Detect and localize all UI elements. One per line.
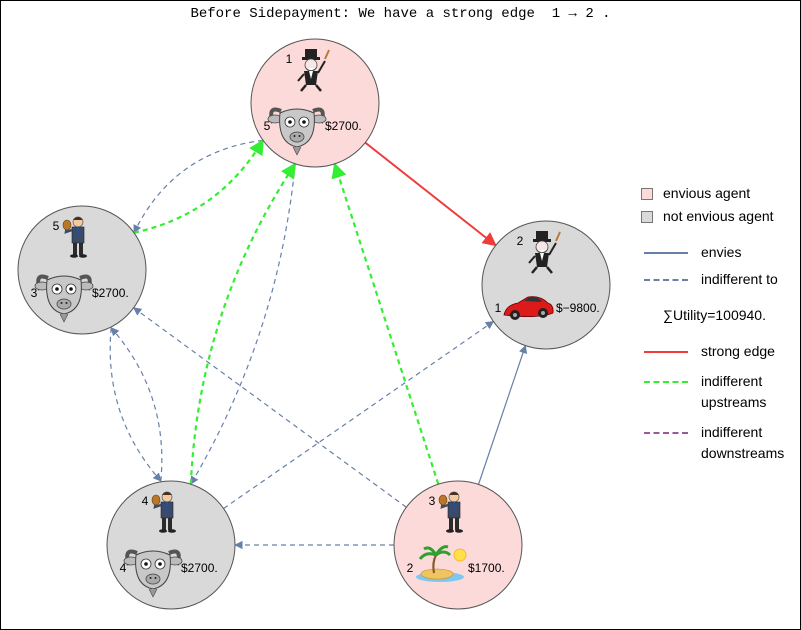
agent-node-n5: 5 3 $2700. <box>17 205 147 335</box>
agent-number: 1 <box>286 52 293 66</box>
edge-n4-n5-indifferent <box>110 327 163 482</box>
agent-number: 2 <box>517 234 524 248</box>
agent-number: 4 <box>142 494 149 508</box>
edge-n4-n2-indifferent <box>223 320 495 510</box>
item-number: 5 <box>264 119 271 133</box>
agent-node-n2: 2 1 $−9800. <box>481 220 611 350</box>
edge-n3-n2-envies <box>477 344 528 485</box>
money-label: $1700. <box>468 561 505 575</box>
edge-n1-n2-strong <box>364 141 497 247</box>
agent-node-n3: 3 2 $1700. <box>393 480 523 610</box>
edge-n3-n1-upstream <box>331 162 440 485</box>
edge-n4-n1-upstream <box>189 162 297 485</box>
edge-n1-n4-indifferent <box>190 163 296 485</box>
item-number: 3 <box>31 286 38 300</box>
agent-number: 3 <box>429 494 436 508</box>
edge-n5-n4-indifferent <box>109 327 162 482</box>
money-label: $−9800. <box>556 301 600 315</box>
figure-title: Before Sidepayment: We have a strong edg… <box>190 6 611 22</box>
item-number: 4 <box>120 561 127 575</box>
item-number: 2 <box>407 561 414 575</box>
agent-node-n1: 1 5 $2700. <box>250 38 380 168</box>
edge-n3-n5-indifferent <box>132 307 407 508</box>
edge-n5-n1-upstream <box>133 138 264 234</box>
money-label: $2700. <box>325 119 362 133</box>
money-label: $2700. <box>92 286 129 300</box>
money-label: $2700. <box>181 561 218 575</box>
edge-n1-n5-indifferent <box>133 139 264 234</box>
agent-number: 5 <box>53 219 60 233</box>
agent-node-n4: 4 4 $2700. <box>106 480 236 610</box>
item-number: 1 <box>495 301 502 315</box>
